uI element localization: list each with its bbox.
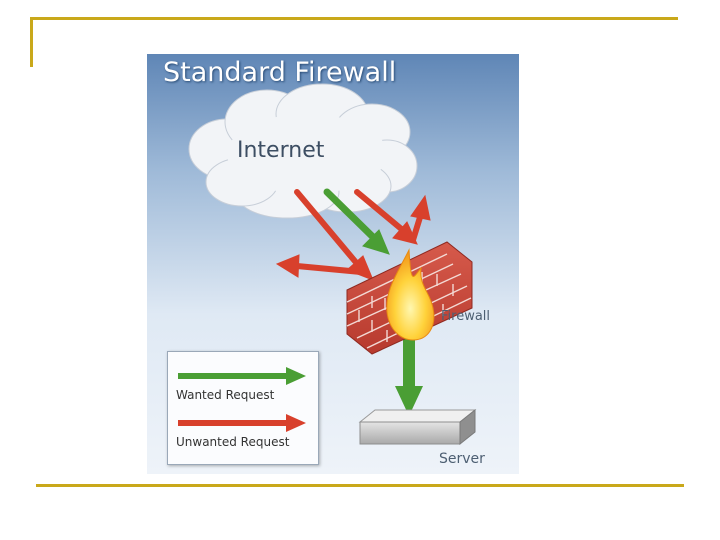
diagram-title: Standard Firewall <box>163 57 397 88</box>
legend-box: Wanted Request Unwanted Request <box>167 351 319 465</box>
server-icon <box>358 408 477 446</box>
firewall-diagram: Standard Firewall Internet Firewall Serv… <box>147 54 519 474</box>
legend-wanted-arrow-icon <box>178 367 306 385</box>
slide-bottom-rule <box>36 484 684 487</box>
legend-swatches <box>178 367 306 432</box>
server-label: Server <box>439 451 485 467</box>
diagram-graphics <box>188 83 477 446</box>
legend-unwanted-label: Unwanted Request <box>176 435 290 449</box>
firewall-label: Firewall <box>441 309 491 324</box>
legend-wanted-label: Wanted Request <box>176 388 275 402</box>
wanted-request-arrows <box>323 188 423 416</box>
slide-left-tick <box>30 17 33 67</box>
legend-unwanted-arrow-icon <box>178 414 306 432</box>
flame-icon <box>386 248 435 341</box>
internet-label: Internet <box>237 138 325 163</box>
unwanted-request-arrows <box>275 189 431 281</box>
slide-top-rule <box>30 17 678 20</box>
